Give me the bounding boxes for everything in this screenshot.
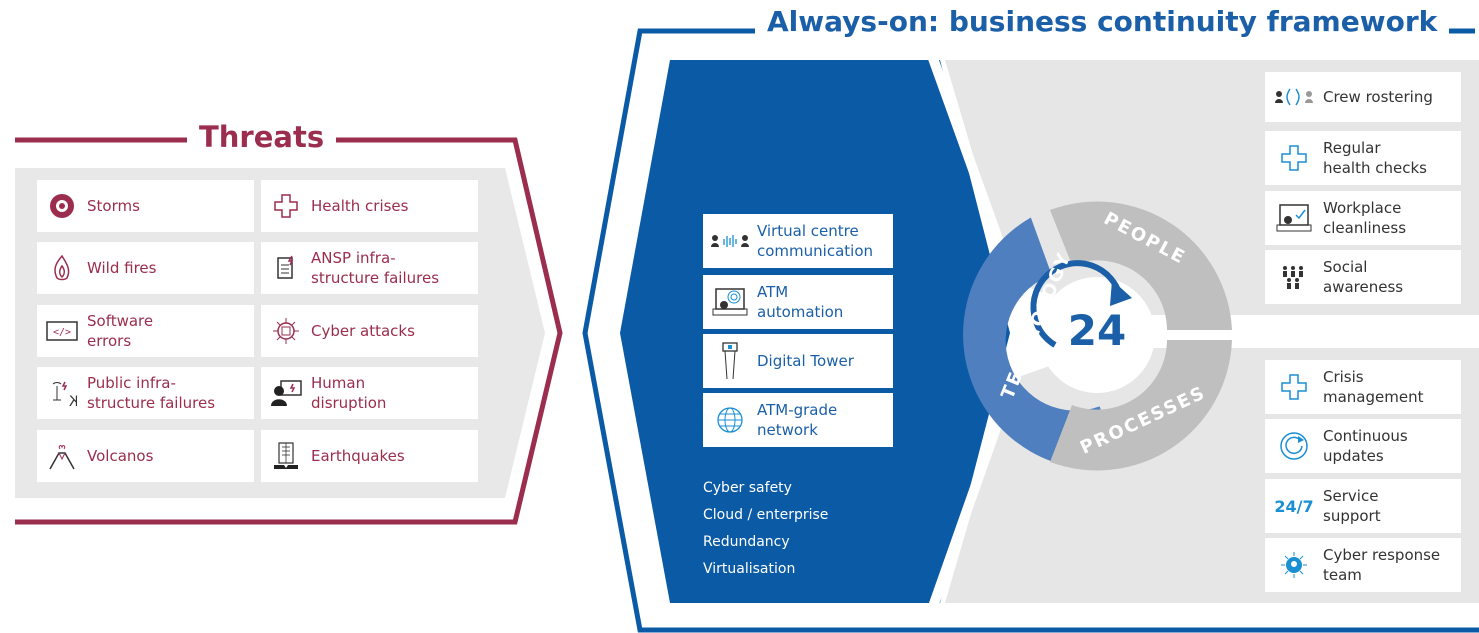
health-cross-icon (1265, 360, 1323, 414)
247-icon: 24/7 (1265, 479, 1323, 533)
svg-text:</>: </> (53, 327, 71, 338)
tech-list-item: Redundancy (703, 534, 790, 550)
crew-icon (1265, 72, 1323, 122)
globe-network-icon (703, 393, 757, 447)
technology-panel (620, 60, 1010, 603)
threat-label: Software errors (87, 312, 154, 350)
tech-list-item: Cyber safety (703, 480, 792, 496)
code-icon: </> (37, 305, 87, 357)
workplace-icon (1265, 191, 1323, 245)
process-label: Crisis management (1323, 368, 1424, 406)
separator-middle (1095, 317, 1479, 347)
threat-label: Health crises (311, 197, 409, 215)
threat-card-health: Health crises (261, 180, 478, 232)
threat-card-fires: Wild fires (37, 242, 254, 294)
threats-title: Threats (187, 120, 337, 154)
storm-icon (37, 180, 87, 232)
threat-card-storms: Storms (37, 180, 254, 232)
fire-icon (37, 242, 87, 294)
wheel-technology-segment (963, 217, 1122, 470)
tech-label: Digital Tower (757, 352, 854, 370)
people-label: Regular health checks (1323, 139, 1427, 177)
process-label: Cyber response team (1323, 546, 1441, 584)
process-label: Continuous updates (1323, 427, 1408, 465)
tech-list-item: Cloud / enterprise (703, 507, 829, 523)
tech-label: ATM-grade network (757, 401, 838, 439)
process-card-crisis: Crisis management (1265, 360, 1461, 414)
people-card-crew: Crew rostering (1265, 72, 1461, 122)
process-label: Service support (1323, 487, 1381, 525)
247-badge: 24/7 (1274, 496, 1314, 516)
threats-bracket (15, 137, 563, 525)
threat-card-cyber: Cyber attacks (261, 305, 478, 357)
people-card-social: Social awareness (1265, 250, 1461, 304)
tech-label: ATM automation (757, 283, 844, 321)
people-group-icon (1265, 250, 1323, 304)
process-card-cyber-team: Cyber response team (1265, 538, 1461, 592)
threat-card-earthquake: Earthquakes (261, 430, 478, 482)
wheel-center (1039, 277, 1155, 393)
svg-text:Ж: Ж (69, 394, 77, 408)
wheel-center-number: 24 (1067, 306, 1127, 355)
people-label: Social awareness (1323, 258, 1404, 296)
tech-card-virtual-centre: Virtual centre communication (703, 214, 893, 268)
technology-list: Cyber safety Cloud / enterprise Redundan… (703, 475, 828, 583)
cycle-arrow-icon (1030, 260, 1123, 348)
tech-card-digital-tower: Digital Tower (703, 334, 893, 388)
refresh-icon (1265, 419, 1323, 473)
tech-label: Virtual centre communication (757, 222, 874, 260)
document-lightning-icon (261, 242, 311, 294)
process-card-service: 24/7 Service support (1265, 479, 1461, 533)
process-card-updates: Continuous updates (1265, 419, 1461, 473)
people-card-health: Regular health checks (1265, 131, 1461, 185)
tech-list-item: Virtualisation (703, 561, 796, 577)
threat-card-human: Human disruption (261, 367, 478, 419)
threat-card-ansp: ANSP infra- structure failures (261, 242, 478, 294)
threat-label: Human disruption (311, 374, 387, 412)
cyber-team-icon (1265, 538, 1323, 592)
wheel-processes-segment (1050, 340, 1232, 471)
antenna-icon: Ж (37, 367, 87, 419)
threat-card-public: Ж Public infra- structure failures (37, 367, 254, 419)
continuity-wheel (963, 201, 1232, 471)
tech-card-network: ATM-grade network (703, 393, 893, 447)
threat-card-software: </> Software errors (37, 305, 254, 357)
radar-screen-icon (703, 275, 757, 329)
threat-label: Volcanos (87, 447, 154, 465)
threat-label: Earthquakes (311, 447, 405, 465)
tech-card-atm-automation: ATM automation (703, 275, 893, 329)
threat-label: Public infra- structure failures (87, 374, 216, 412)
threat-card-volcano: Volcanos (37, 430, 254, 482)
people-card-workplace: Workplace cleanliness (1265, 191, 1461, 245)
threat-label: Wild fires (87, 259, 157, 277)
health-cross-icon (261, 180, 311, 232)
framework-title: Always-on: business continuity framework (755, 5, 1450, 38)
wheel-people-segment (1050, 201, 1232, 330)
threat-label: Storms (87, 197, 140, 215)
volcano-icon (37, 430, 87, 482)
threat-label: Cyber attacks (311, 322, 415, 340)
people-label: Crew rostering (1323, 88, 1433, 106)
voice-comm-icon (703, 214, 757, 268)
tower-icon (703, 334, 757, 388)
threat-label: ANSP infra- structure failures (311, 249, 440, 287)
person-monitor-icon (261, 367, 311, 419)
building-crack-icon (261, 430, 311, 482)
people-label: Workplace cleanliness (1323, 199, 1407, 237)
cyber-chip-icon (261, 305, 311, 357)
health-cross-icon (1265, 131, 1323, 185)
